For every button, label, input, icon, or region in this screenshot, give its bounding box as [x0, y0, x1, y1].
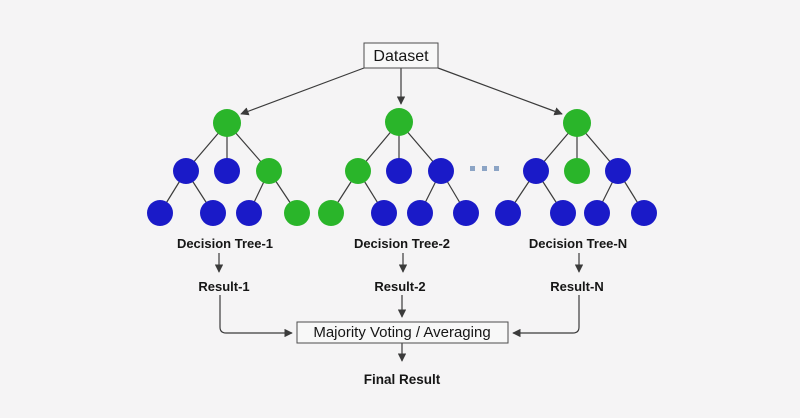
tree1-root-node: [213, 109, 241, 137]
ellipsis-dots: [470, 166, 499, 171]
dataset-label: Dataset: [373, 48, 429, 65]
tree3-leaf-node-2: [550, 200, 576, 226]
tree2-nodes: [318, 108, 479, 226]
tree1-internal-node-1: [173, 158, 199, 184]
result1-label: Result-1: [198, 279, 249, 294]
tree1-label: Decision Tree-1: [177, 236, 273, 251]
tree3-root-node: [563, 109, 591, 137]
ellipsis-dot-icon: [470, 166, 475, 171]
tree1-leaf-node-3: [236, 200, 262, 226]
tree2-root-node: [385, 108, 413, 136]
tree2-label: Decision Tree-2: [354, 236, 450, 251]
resultn-label: Result-N: [550, 279, 603, 294]
tree1-nodes: [147, 109, 310, 226]
tree3-internal-node-2: [564, 158, 590, 184]
tree2-internal-node-1: [345, 158, 371, 184]
tree2-internal-node-2: [386, 158, 412, 184]
tree1-leaf-node-4: [284, 200, 310, 226]
tree2-leaf-node-2: [371, 200, 397, 226]
tree3-internal-node-3: [605, 158, 631, 184]
tree2-leaf-node-1: [318, 200, 344, 226]
result2-label: Result-2: [374, 279, 425, 294]
boxes-layer: [296, 42, 509, 344]
resultn-to-aggregator-arrow: [512, 295, 580, 338]
tree3-internal-node-1: [523, 158, 549, 184]
tree2-leaf-node-4: [453, 200, 479, 226]
labels-layer: Dataset Decision Tree-1 Decision Tree-2 …: [177, 48, 627, 387]
connector-layer: [214, 67, 584, 362]
dataset-box: [363, 42, 439, 69]
dataset-to-tree3-arrow: [437, 67, 563, 116]
tree3-leaf-node-3: [584, 200, 610, 226]
tree1-leaf-node-2: [200, 200, 226, 226]
aggregator-label: Majority Voting / Averaging: [313, 324, 490, 341]
tree1-leaf-node-1: [147, 200, 173, 226]
tree2-internal-node-3: [428, 158, 454, 184]
dataset-to-tree1-arrow: [240, 67, 365, 116]
result1-to-aggregator-arrow: [219, 295, 293, 338]
ellipsis-dot-icon: [494, 166, 499, 171]
ellipsis-dot-icon: [482, 166, 487, 171]
tree3-nodes: [495, 109, 657, 226]
tree3-label: Decision Tree-N: [529, 236, 627, 251]
tree1-internal-node-3: [256, 158, 282, 184]
tree2-leaf-node-3: [407, 200, 433, 226]
aggregator-box: [296, 321, 509, 344]
tree3-leaf-node-4: [631, 200, 657, 226]
tree1-internal-node-2: [214, 158, 240, 184]
final-result-label: Final Result: [364, 372, 441, 387]
tree3-leaf-node-1: [495, 200, 521, 226]
